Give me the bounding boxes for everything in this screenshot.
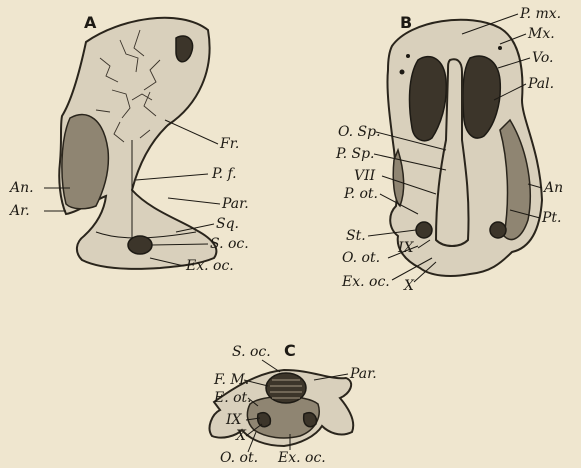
panel-b-label-pot: P. ot. xyxy=(343,186,378,202)
panel-a-label-soc: S. oc. xyxy=(210,236,249,252)
panel-b-letter: B xyxy=(400,13,412,32)
panel-b-tooth-2 xyxy=(406,54,410,58)
panel-b-label-psp: P. Sp. xyxy=(335,146,375,162)
panel-b-label-vii: VII xyxy=(354,168,376,184)
panel-a-leader-par xyxy=(168,198,220,204)
panel-a-label-par: Par. xyxy=(221,196,249,212)
panel-b-label-exoc: Ex. oc. xyxy=(341,274,390,290)
panel-b-label-pal: Pal. xyxy=(527,76,554,92)
panel-c-right-patch xyxy=(304,413,317,427)
panel-b-label-pt: Pt. xyxy=(541,210,562,226)
panel-a-label-exoc: Ex. oc. xyxy=(185,258,234,274)
panel-a-label-an: An. xyxy=(8,180,34,196)
panel-a-leader-fr xyxy=(165,120,218,144)
panel-b-right-condyle xyxy=(490,222,506,238)
panel-b-label-an: An xyxy=(542,180,563,196)
panel-b-left-condyle xyxy=(416,222,432,238)
panel-b-label-ix: IX xyxy=(397,240,415,256)
panel-c: C S. oc. Par. F. M. E. ot. IX X O. ot. E… xyxy=(210,341,377,466)
panel-c-left-patch xyxy=(258,413,271,427)
panel-b-label-osp: O. Sp. xyxy=(338,124,381,140)
panel-a-label-pf: P. f. xyxy=(211,166,237,182)
panel-a: A Fr. P. f. An. Ar. Par. Sq. S. oc. Ex. … xyxy=(8,13,249,274)
panel-a-letter: A xyxy=(84,13,97,32)
panel-b: B P. mx. Mx. Vo. Pal. An Pt. O. Sp. xyxy=(335,6,563,294)
panel-c-letter: C xyxy=(284,341,296,360)
panel-c-label-x: X xyxy=(235,428,247,444)
panel-b-label-st: St. xyxy=(346,228,366,244)
panel-c-label-par: Par. xyxy=(349,366,377,382)
panel-a-orbit xyxy=(62,115,108,209)
panel-b-label-oot: O. ot. xyxy=(342,250,380,266)
panel-b-label-mx: Mx. xyxy=(527,26,555,42)
panel-b-tooth-1 xyxy=(400,70,405,75)
panel-c-label-soc: S. oc. xyxy=(232,344,271,360)
panel-a-leader-pf xyxy=(136,174,208,180)
panel-a-label-fr: Fr. xyxy=(219,136,239,152)
panel-c-label-oot: O. ot. xyxy=(220,450,258,466)
panel-b-label-vo: Vo. xyxy=(532,50,553,66)
panel-c-label-eot: E. ot. xyxy=(213,390,252,406)
panel-b-label-x: X xyxy=(403,278,415,294)
panel-b-label-pmx: P. mx. xyxy=(519,6,561,22)
panel-b-tooth-3 xyxy=(498,46,502,50)
panel-a-foramen xyxy=(128,236,152,254)
panel-a-label-ar: Ar. xyxy=(8,203,30,219)
panel-c-label-fm: F. M. xyxy=(213,372,249,388)
panel-c-label-ix: IX xyxy=(225,412,243,428)
panel-c-leader-soc xyxy=(262,360,280,372)
panel-a-label-sq: Sq. xyxy=(216,216,239,232)
panel-c-label-exoc: Ex. oc. xyxy=(277,450,326,466)
